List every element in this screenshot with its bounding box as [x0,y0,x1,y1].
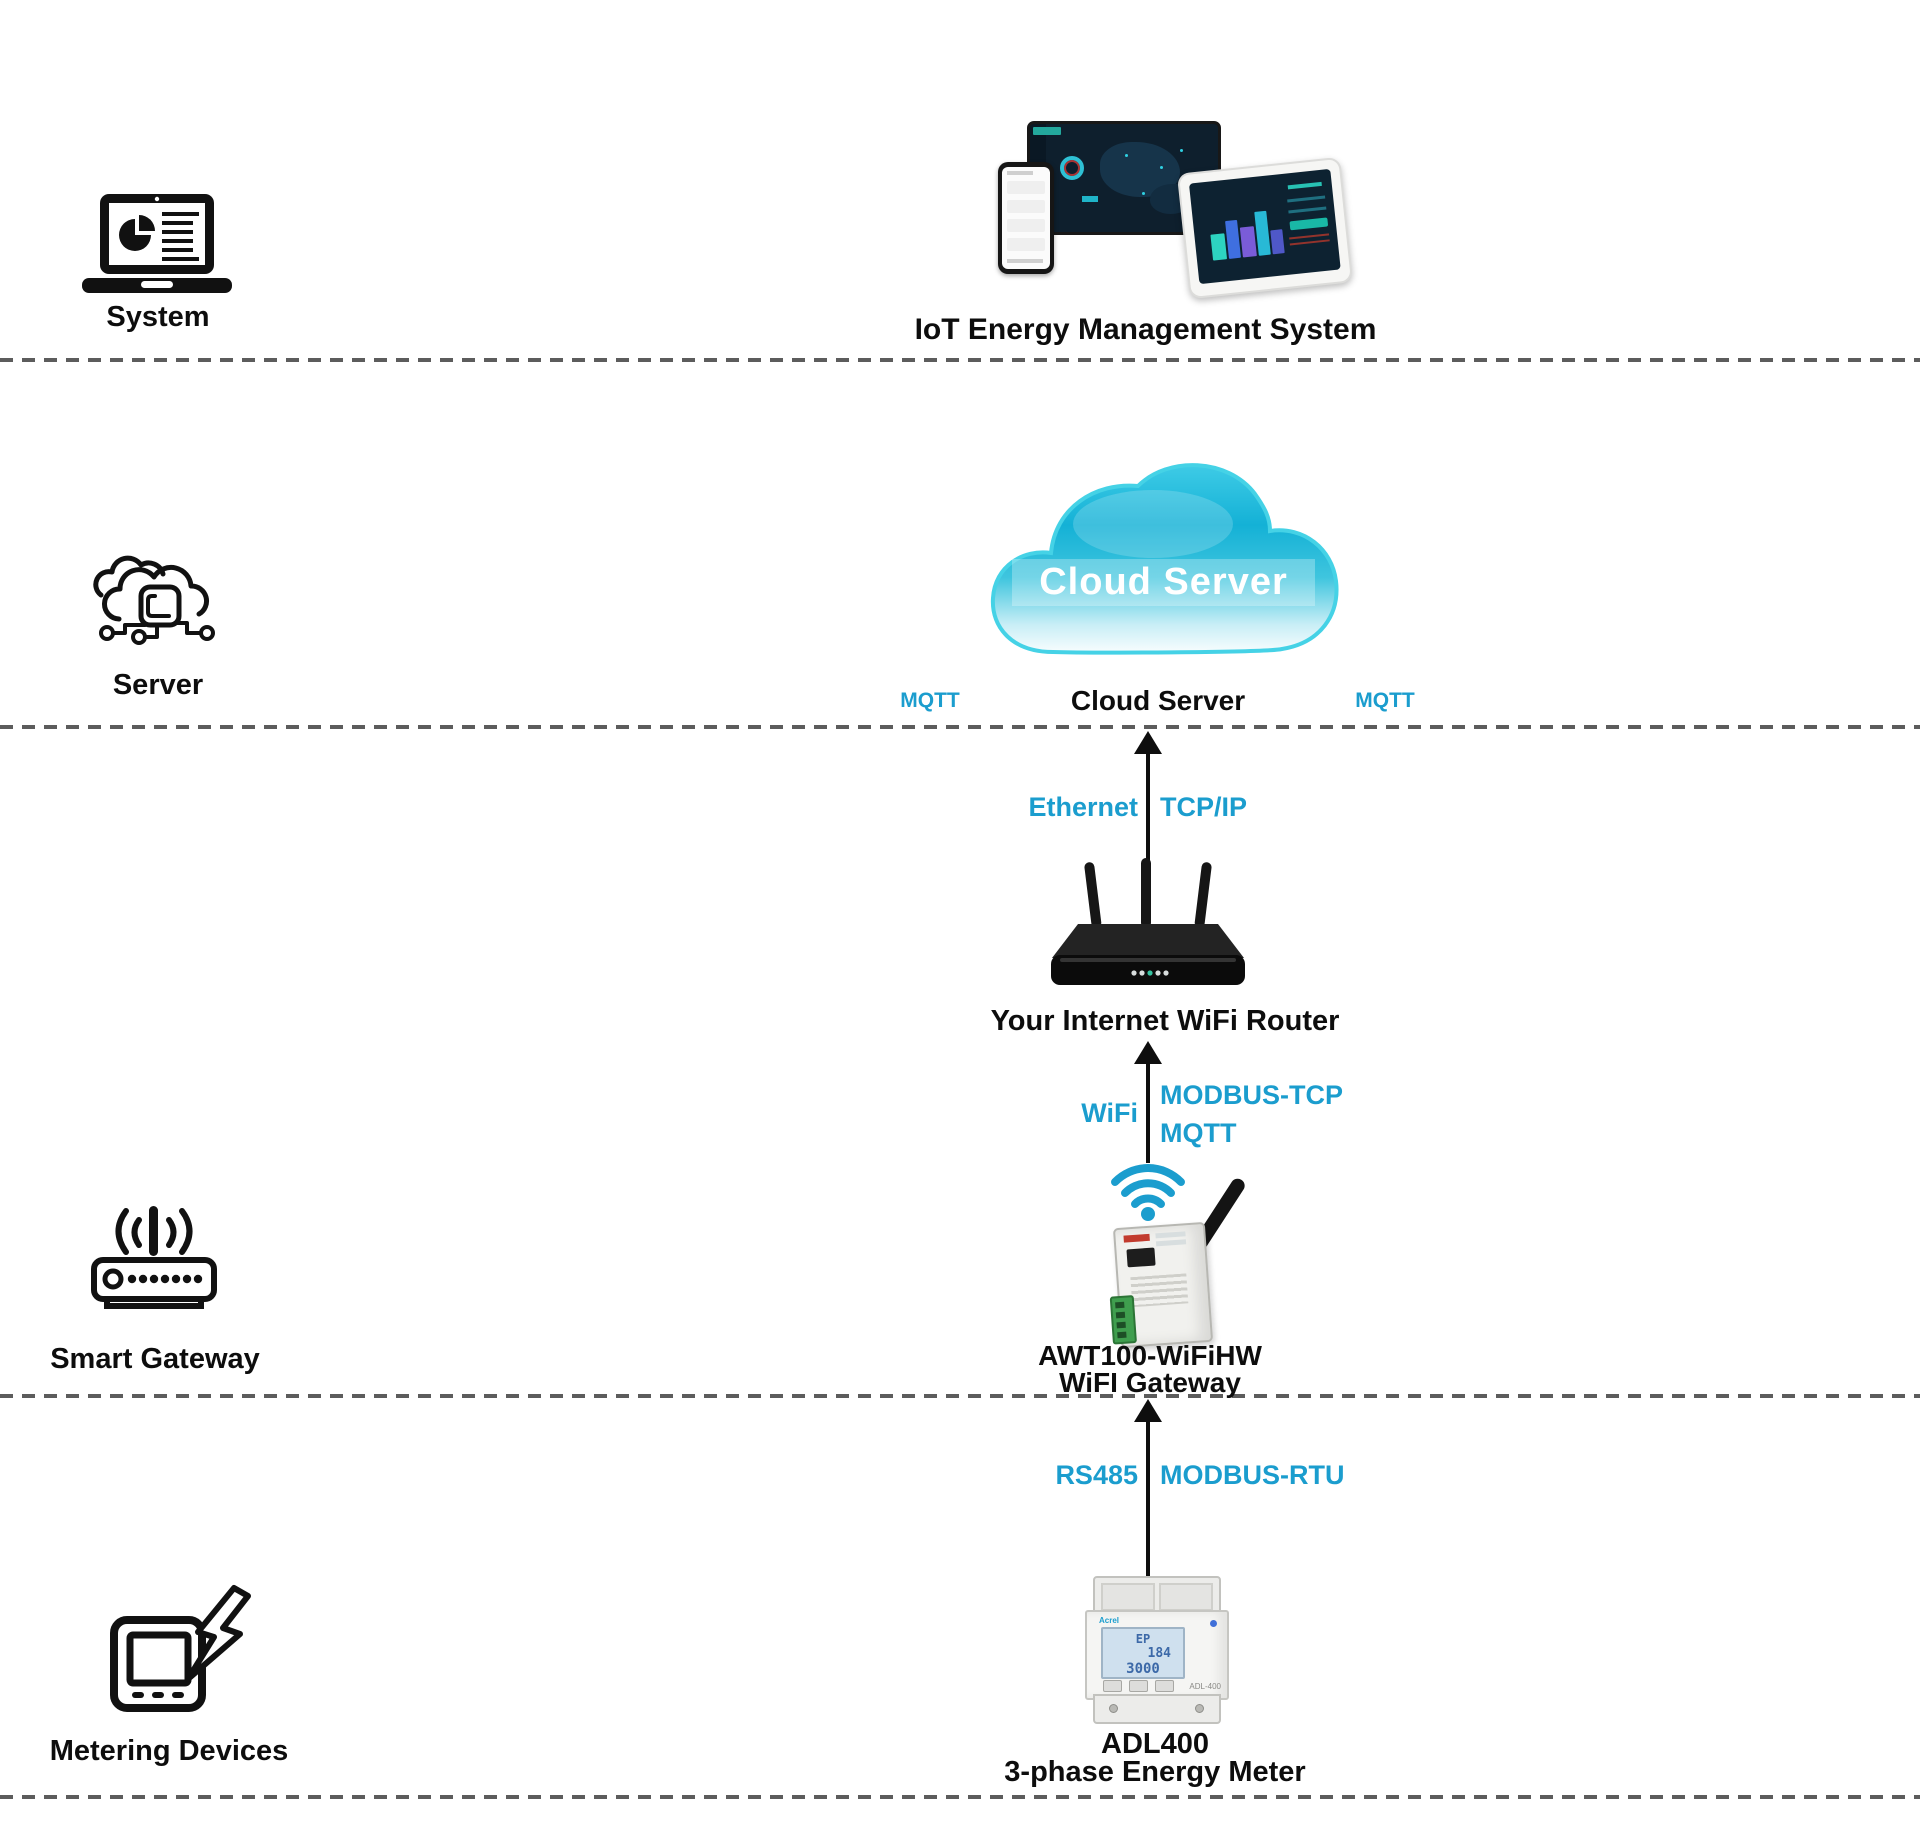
arrow-gateway-to-router-line [1146,1063,1150,1163]
ethernet-label: Ethernet [1028,792,1138,822]
screw [1195,1704,1204,1713]
meter-button [1103,1680,1122,1692]
phone-toolbar [1007,259,1043,263]
cloud-server-banner: Cloud Server [1012,559,1315,606]
terminal-block [1109,1295,1137,1345]
modbus-tcp-label: MODBUS-TCP [1160,1080,1343,1110]
terminal-cover-slot [1159,1583,1213,1611]
phone-screen [1002,167,1050,269]
terminal-cover-slot [1101,1583,1155,1611]
layer-separator-4 [0,1795,1920,1799]
label-lines [1155,1231,1186,1239]
server-layer-label: Server [112,669,204,701]
login-input-line [1288,206,1327,214]
smart-gateway-icon [86,1198,222,1332]
meter-body: Acrel EP 184 3000 ADL-400 [1085,1610,1229,1700]
metering-devices-icon [100,1582,262,1732]
mqtt-right-label: MQTT [1355,689,1415,712]
layer-separator-1 [0,358,1920,362]
dashboard-button [1033,127,1061,135]
tcpip-label: TCP/IP [1160,792,1248,822]
meter-model-text: ADL-400 [1189,1682,1221,1691]
arrow-router-to-cloud-line [1146,753,1150,861]
building-block [1210,233,1228,261]
arrow-meter-to-gateway-line [1146,1421,1150,1583]
teal-stat-bar [1082,196,1098,202]
login-input-line [1287,195,1326,203]
map-dot [1160,166,1163,169]
phone-list-row [1007,200,1045,213]
wifi-router-image [1048,856,1248,1001]
map-dot [1142,192,1145,195]
phone-list-row [1007,238,1045,251]
building-block [1239,226,1257,258]
router-caption: Your Internet WiFi Router [990,1005,1340,1037]
terminal-slot [1115,1301,1125,1309]
cloud-graphic [983,446,1345,704]
mqtt-left-label: MQTT [900,689,960,712]
arrow-meter-to-gateway-head [1134,1399,1162,1422]
building-block [1225,219,1241,259]
tablet-screen [1188,168,1341,285]
phone-list-row [1007,181,1045,194]
phone-list-row [1007,219,1045,232]
meter-button [1129,1680,1148,1692]
laptop-chart-icon [78,192,238,304]
login-title-line [1287,181,1322,190]
adl400-meter-image: Acrel EP 184 3000 ADL-400 [1085,1576,1229,1726]
layer-separator-3 [0,1394,1920,1398]
meter-led [1210,1620,1217,1627]
map-dot [1180,149,1183,152]
arrow-gateway-to-router-head [1134,1041,1162,1064]
lcd-line1: EP [1135,1632,1151,1646]
brand-sticker [1123,1233,1150,1243]
lcd-line3: 3000 [1126,1661,1160,1677]
login-button [1289,217,1329,231]
gateway-name-line1: AWT100-WiFiHW [1038,1340,1262,1371]
gateway-name-line2: WiFI Gateway [1059,1367,1241,1398]
terminal-slot [1117,1331,1127,1339]
map-dot [1125,154,1128,157]
server-cloud-icon [85,545,219,667]
phone-header [1007,171,1033,175]
metering-devices-label: Metering Devices [49,1735,289,1767]
wifi-signal-icon [1106,1160,1190,1222]
screw [1109,1704,1118,1713]
login-note-line [1289,239,1330,246]
login-note-line [1289,233,1330,240]
gateway-body [1109,1221,1214,1349]
cloud-server-caption: Cloud Server [1070,685,1246,716]
phone-device [998,162,1054,274]
devices-cluster-image [995,105,1354,300]
iot-ems-title: IoT Energy Management System [914,313,1377,346]
meter-bottom-terminal-cover [1093,1694,1221,1724]
mqtt-link-label: MQTT [1160,1118,1237,1148]
meter-brand-logo: Acrel [1099,1616,1120,1625]
meter-button [1155,1680,1174,1692]
barcode-label [1130,1273,1189,1308]
lcd-line2: 184 [1147,1646,1171,1661]
tablet-device [1176,156,1354,300]
building-block [1254,210,1271,256]
awt100-gateway-image [1095,1165,1248,1349]
terminal-slot [1116,1321,1126,1329]
system-layer-label: System [106,301,210,333]
gauge-ring [1060,156,1084,180]
modbus-rtu-label: MODBUS-RTU [1160,1460,1345,1490]
meter-name-line1: ADL400 [1101,1728,1209,1760]
building-block [1270,229,1285,255]
ethernet-port [1126,1247,1156,1268]
rs485-label: RS485 [1055,1460,1138,1490]
smart-gateway-label: Smart Gateway [50,1343,260,1375]
meter-name-line2: 3-phase Energy Meter [1004,1756,1306,1788]
meter-lcd: EP 184 3000 [1101,1627,1185,1679]
wifi-link-label: WiFi [1081,1098,1138,1128]
arrow-router-to-cloud-head [1134,731,1162,754]
terminal-slot [1115,1311,1126,1319]
layer-separator-2 [0,725,1920,729]
